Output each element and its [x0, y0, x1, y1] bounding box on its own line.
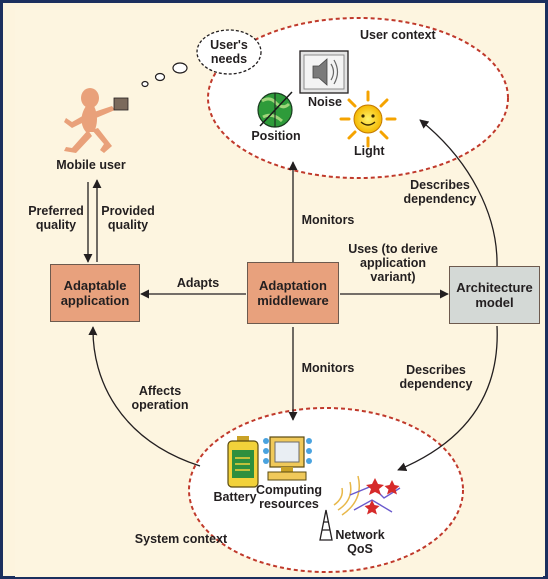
- affects-operation-arrow: [88, 326, 201, 467]
- provided-quality-label: Provided quality: [101, 204, 155, 232]
- user-context-label: User context: [360, 28, 436, 42]
- running-person-icon: [64, 88, 129, 153]
- affects-operation-label: Affects operation: [131, 384, 189, 412]
- adaptation-middleware-box: Adaptation middleware: [247, 262, 339, 324]
- thought-bubble-icon: [141, 29, 262, 88]
- users-needs-label: User's needs: [210, 38, 248, 66]
- sun-icon: [339, 90, 397, 148]
- speaker-icon: [299, 50, 349, 94]
- globe-icon: [257, 91, 293, 128]
- antenna-icon: [319, 475, 401, 541]
- monitors-up-label: Monitors: [301, 213, 355, 227]
- uses-label: Uses (to derive application variant): [348, 242, 438, 284]
- describes-system-arrow: [397, 325, 498, 472]
- describes-dependency-system-label: Describes dependency: [399, 363, 473, 391]
- network-qos-label: Network QoS: [335, 528, 385, 556]
- mobile-user-label: Mobile user: [56, 158, 126, 172]
- monitors-down-label: Monitors: [301, 361, 355, 375]
- light-label: Light: [354, 144, 385, 158]
- user-context-ellipse: [207, 17, 509, 179]
- describes-dependency-user-label: Describes dependency: [403, 178, 477, 206]
- battery-icon: [227, 436, 259, 488]
- battery-label: Battery: [213, 490, 257, 504]
- position-label: Position: [251, 129, 301, 143]
- preferred-quality-label: Preferred quality: [28, 204, 84, 232]
- system-context-label: System context: [134, 532, 228, 546]
- architecture-model-box: Architecture model: [449, 266, 540, 324]
- computer-icon: [263, 436, 312, 481]
- noise-label: Noise: [307, 95, 343, 109]
- computing-resources-label: Computing resources: [256, 483, 322, 511]
- describes-user-arrow: [419, 119, 498, 267]
- adaptable-application-box: Adaptable application: [50, 264, 140, 322]
- adapts-label: Adapts: [176, 276, 220, 290]
